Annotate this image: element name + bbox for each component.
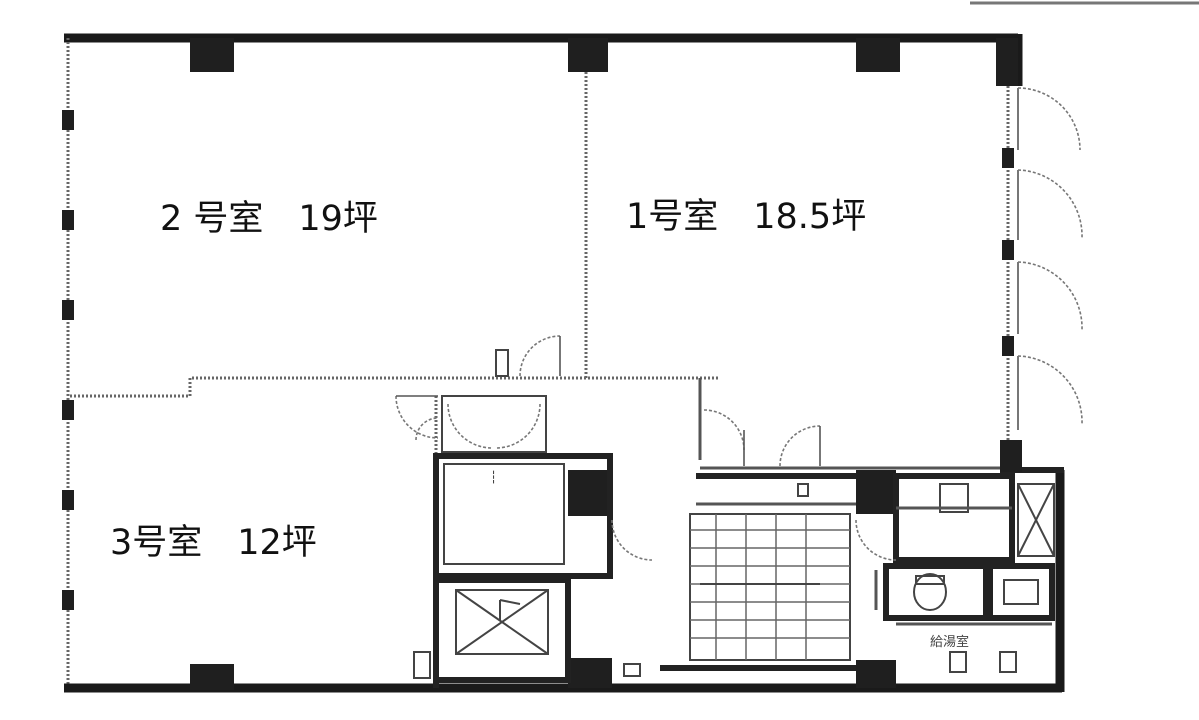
elevator: [433, 577, 571, 683]
window-mullion: [62, 300, 74, 320]
door-double-lobby: [441, 395, 547, 453]
window-mullion: [62, 210, 74, 230]
divider-room2-room3: [70, 376, 440, 398]
window-mullion: [1002, 336, 1014, 356]
room1-label: 1号室 18.5坪: [626, 197, 866, 237]
window-mullion: [62, 110, 74, 130]
window-mullion: [1002, 148, 1014, 168]
pillar: [190, 38, 234, 72]
exterior-door: [1017, 355, 1083, 430]
shaft: [433, 453, 613, 579]
pillar: [856, 470, 896, 514]
window-mullion: [62, 590, 74, 610]
pillar: [190, 664, 234, 690]
pillar: [856, 38, 900, 72]
restroom-area: [855, 473, 1055, 673]
room2-label: 2 号室 19坪: [160, 199, 378, 239]
meter-box: [413, 651, 431, 679]
exterior-door: [1017, 261, 1083, 334]
window-mullion: [62, 490, 74, 510]
window-mullion: [1002, 240, 1014, 260]
shaft-door-arc: [611, 519, 653, 561]
exterior-door: [1017, 87, 1081, 151]
exterior-door: [1017, 169, 1083, 240]
pillar: [568, 38, 608, 72]
door-room3: [395, 395, 439, 441]
shaft-inner: [443, 463, 565, 565]
room3-label: 3号室 12坪: [110, 523, 317, 563]
door-room1-right: [703, 409, 821, 467]
meter-box: [623, 663, 641, 677]
stair-mark: [797, 483, 809, 497]
pillar: [856, 660, 896, 688]
pillar: [1000, 440, 1022, 472]
window-mullion: [62, 400, 74, 420]
shaft-mark: ---: [486, 470, 501, 484]
service-label: 給湯室: [930, 634, 969, 650]
door-room2: [495, 335, 561, 377]
pillar: [568, 658, 612, 688]
staircase: [689, 513, 851, 661]
pillar: [568, 470, 612, 516]
pillar: [996, 38, 1018, 86]
